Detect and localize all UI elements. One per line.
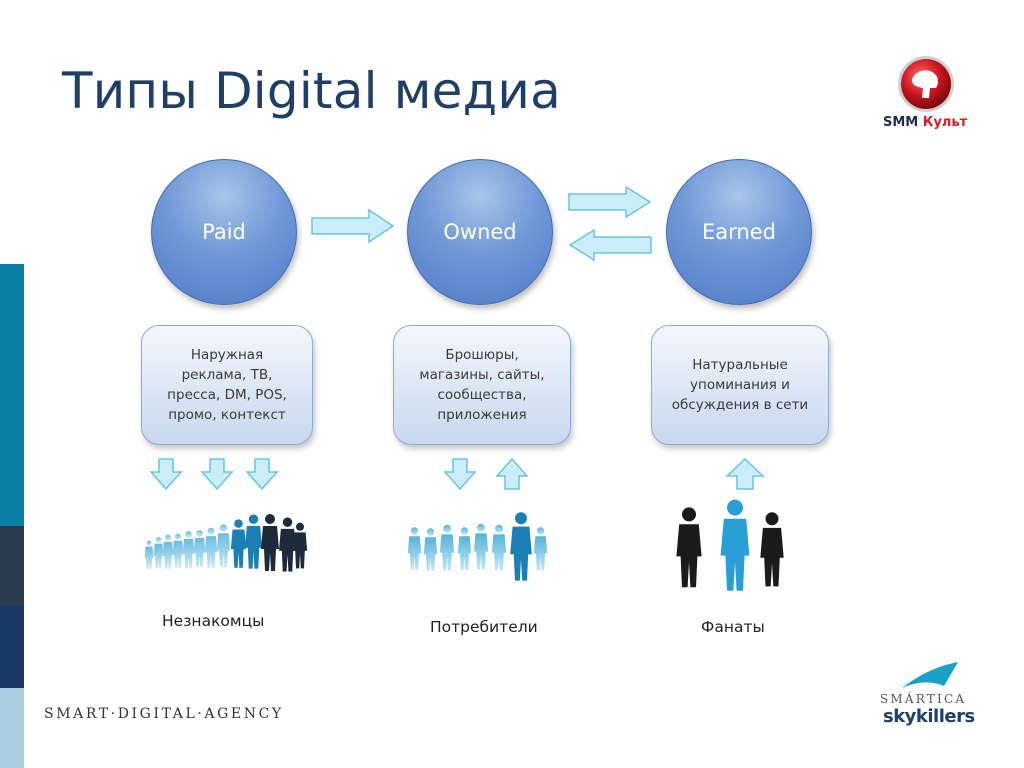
crowd-icon: [144, 514, 308, 572]
description-box-owned: Брошюры, магазины, сайты, сообщества, пр…: [393, 325, 571, 445]
arrow-up-icon: [495, 457, 529, 490]
caption-consumers: Потребители: [430, 618, 538, 636]
description-owned: Брошюры, магазины, сайты, сообщества, пр…: [419, 347, 545, 423]
node-paid: Paid: [151, 159, 297, 305]
footer-brand-bottom: skykillers: [883, 706, 975, 727]
sidebar-band-navy: [0, 606, 24, 688]
arrow-right-icon: [311, 208, 395, 244]
sidebar-band-teal: [0, 264, 24, 526]
arrow-down-icon: [200, 458, 234, 491]
skykillers-logo-icon: [902, 662, 958, 688]
footer-brand-top: SMÁRTICA: [880, 692, 967, 706]
logo-smm: SMM: [883, 115, 919, 130]
node-earned: Earned: [666, 159, 812, 305]
caption-strangers: Незнакомцы: [162, 612, 265, 630]
crowd-icon: [407, 512, 548, 581]
description-paid: Наружная реклама, ТВ, пресса, DM, POS, п…: [167, 347, 287, 423]
description-earned: Натуральные упоминания и обсуждения в се…: [671, 357, 809, 413]
caption-fans: Фанаты: [701, 618, 765, 636]
logo-kult: Культ: [922, 115, 968, 130]
arrow-down-icon: [149, 458, 183, 491]
footer-agency: SMART·DIGITAL·AGENCY: [44, 706, 284, 722]
arrow-down-icon: [443, 458, 477, 491]
node-paid-label: Paid: [202, 220, 246, 244]
page-title: Типы Digital медиа: [62, 62, 561, 120]
sidebar-band-light: [0, 688, 24, 768]
arrow-up-icon: [725, 457, 765, 490]
smm-kult-logo-text: SMM Культ: [883, 115, 967, 130]
arrow-left-icon: [568, 228, 652, 262]
description-box-earned: Натуральные упоминания и обсуждения в се…: [651, 325, 829, 445]
smm-kult-logo-icon: [898, 56, 954, 112]
node-earned-label: Earned: [702, 220, 776, 244]
node-owned-label: Owned: [443, 220, 517, 244]
arrow-down-icon: [245, 458, 279, 491]
description-box-paid: Наружная реклама, ТВ, пресса, DM, POS, п…: [141, 325, 313, 445]
crowd-icon: [676, 499, 784, 591]
node-owned: Owned: [407, 159, 553, 305]
arrow-right-icon: [568, 185, 652, 219]
sidebar-band-dark: [0, 526, 24, 606]
